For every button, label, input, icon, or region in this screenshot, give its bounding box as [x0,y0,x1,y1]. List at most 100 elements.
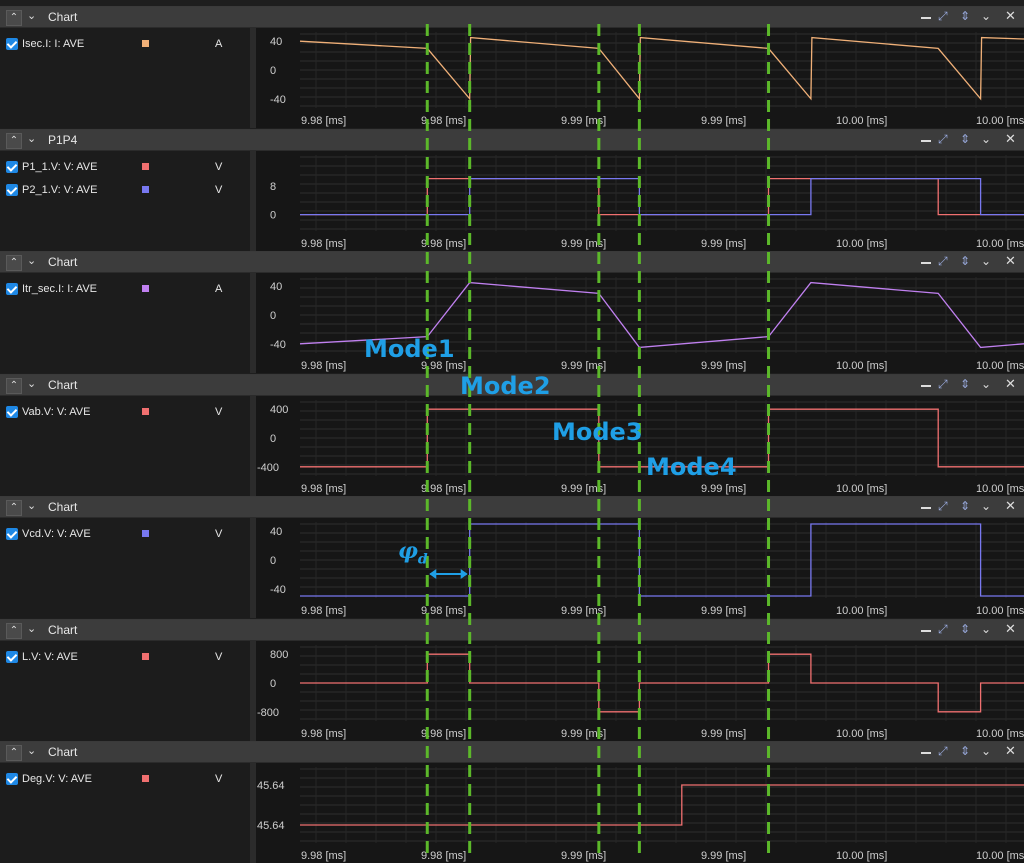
fit-y-icon[interactable]: ⇕ [960,9,971,23]
chevron-down-icon[interactable]: ⌄ [27,378,37,390]
collapse-up-icon[interactable]: ⌃ [6,10,22,26]
minimize-icon[interactable] [919,621,933,635]
y-tick-label: -40 [270,94,286,106]
x-tick-label: 9.98 [ms] [301,360,346,372]
series-line [300,653,1024,713]
minimize-icon[interactable] [919,743,933,757]
fit-y-icon[interactable]: ⇕ [960,377,971,391]
dropdown-chevron-icon[interactable]: ⌄ [981,499,992,513]
minimize-icon[interactable] [919,498,933,512]
y-tick-label: 400 [270,404,288,416]
chevron-down-icon[interactable]: ⌄ [27,745,37,757]
chevron-down-icon[interactable]: ⌄ [27,623,37,635]
trace-color-swatch[interactable] [142,530,149,537]
minimize-icon[interactable] [919,376,933,390]
collapse-up-icon[interactable]: ⌃ [6,623,22,639]
fit-all-icon[interactable]: ⤢ [938,9,948,23]
trace-unit: V [215,161,223,173]
collapse-up-icon[interactable]: ⌃ [6,500,22,516]
x-tick-label: 9.99 [ms] [561,483,606,495]
close-icon[interactable]: ✕ [1005,8,1016,23]
fit-all-icon[interactable]: ⤢ [938,744,948,758]
minimize-icon[interactable] [919,253,933,267]
y-tick-label: -400 [257,462,279,474]
panel-header: ⌃⌄Chart⤢⇕⌄✕ [0,252,1024,272]
trace-color-swatch[interactable] [142,653,149,660]
panel-header: ⌃⌄Chart⤢⇕⌄✕ [0,7,1024,27]
trace-color-swatch[interactable] [142,40,149,47]
trace-visible-checkbox[interactable] [6,283,18,295]
trace-visible-checkbox[interactable] [6,184,18,196]
trace-visible-checkbox[interactable] [6,528,18,540]
x-tick-label: 10.00 [ms] [836,360,887,372]
fit-y-icon[interactable]: ⇕ [960,744,971,758]
chevron-down-icon[interactable]: ⌄ [27,255,37,267]
trace-visible-checkbox[interactable] [6,161,18,173]
dropdown-chevron-icon[interactable]: ⌄ [981,254,992,268]
fit-all-icon[interactable]: ⤢ [938,499,948,513]
dropdown-chevron-icon[interactable]: ⌄ [981,132,992,146]
fit-all-icon[interactable]: ⤢ [938,254,948,268]
fit-y-icon[interactable]: ⇕ [960,132,971,146]
close-icon[interactable]: ✕ [1005,376,1016,391]
collapse-up-icon[interactable]: ⌃ [6,133,22,149]
trace-color-swatch[interactable] [142,163,149,170]
dropdown-chevron-icon[interactable]: ⌄ [981,744,992,758]
close-icon[interactable]: ✕ [1005,498,1016,513]
collapse-up-icon[interactable]: ⌃ [6,378,22,394]
trace-color-swatch[interactable] [142,775,149,782]
chevron-down-icon[interactable]: ⌄ [27,10,37,22]
close-icon[interactable]: ✕ [1005,743,1016,758]
minimize-icon[interactable] [919,8,933,22]
trace-color-swatch[interactable] [142,408,149,415]
trace-visible-checkbox[interactable] [6,406,18,418]
fit-y-icon[interactable]: ⇕ [960,254,971,268]
trace-color-swatch[interactable] [142,186,149,193]
dropdown-chevron-icon[interactable]: ⌄ [981,622,992,636]
chevron-down-icon[interactable]: ⌄ [27,133,37,145]
dropdown-chevron-icon[interactable]: ⌄ [981,377,992,391]
collapse-up-icon[interactable]: ⌃ [6,255,22,271]
mode3-label: Mode3 [552,418,643,446]
trace-visible-checkbox[interactable] [6,773,18,785]
close-icon[interactable]: ✕ [1005,131,1016,146]
y-tick-label: 0 [270,433,276,445]
fit-all-icon[interactable]: ⤢ [938,622,948,636]
x-tick-label: 10.00 [ms] [976,238,1024,250]
x-tick-label: 9.98 [ms] [301,238,346,250]
trace-color-swatch[interactable] [142,285,149,292]
fit-y-icon[interactable]: ⇕ [960,499,971,513]
trace-visible-checkbox[interactable] [6,651,18,663]
fit-all-icon[interactable]: ⤢ [938,132,948,146]
chevron-down-icon[interactable]: ⌄ [27,500,37,512]
close-icon[interactable]: ✕ [1005,621,1016,636]
minimize-icon[interactable] [919,131,933,145]
fit-y-icon[interactable]: ⇕ [960,622,971,636]
x-tick-label: 10.00 [ms] [836,728,887,740]
fit-all-icon[interactable]: ⤢ [938,377,948,391]
collapse-up-icon[interactable]: ⌃ [6,745,22,761]
trace-visible-checkbox[interactable] [6,38,18,50]
close-icon[interactable]: ✕ [1005,253,1016,268]
dropdown-chevron-icon[interactable]: ⌄ [981,9,992,23]
